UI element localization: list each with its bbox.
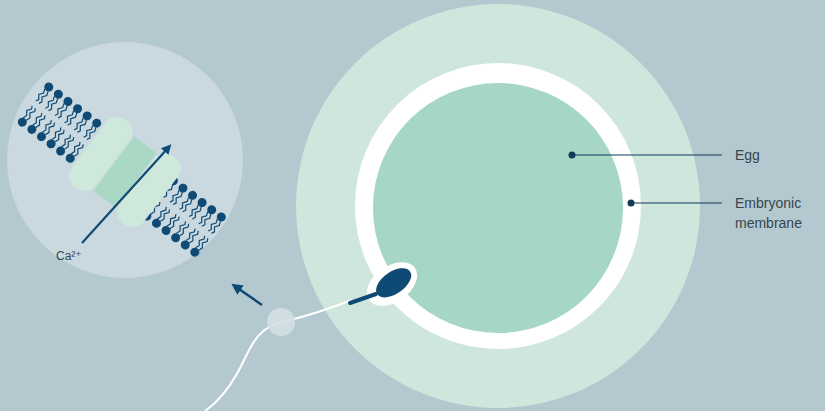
lipid: [35, 119, 56, 143]
lipid: [206, 211, 227, 235]
channel-protein: [64, 111, 139, 196]
lipid: [169, 220, 190, 244]
egg-cell: [373, 83, 623, 333]
lipid: [189, 234, 210, 258]
channel-protein: [112, 147, 187, 232]
sperm-midpiece: [350, 294, 376, 303]
leader-line: [631, 202, 722, 203]
lipid-bilayer: [7, 68, 237, 270]
lipid: [179, 227, 200, 251]
callout-label: Embryonic membrane: [735, 193, 823, 233]
inset-circle: [7, 42, 243, 278]
callout-label: Egg: [735, 145, 815, 165]
lipid: [160, 213, 181, 237]
zoom-arrow: [236, 287, 262, 305]
lipid: [45, 126, 66, 150]
zoom-spot: [267, 308, 295, 336]
sperm-head: [359, 253, 426, 315]
lipid: [54, 133, 75, 157]
sperm-tail: [205, 300, 352, 411]
leader-dot: [628, 200, 635, 207]
perivitelline-space: [355, 63, 641, 349]
lipid: [16, 104, 37, 128]
leader-line: [572, 154, 722, 155]
ion-label: Ca²⁺: [56, 248, 96, 264]
leader-dot: [569, 152, 576, 159]
embryonic-membrane-outer: [296, 4, 700, 408]
ion-flow-arrow: [82, 148, 168, 243]
lipid: [26, 112, 47, 136]
